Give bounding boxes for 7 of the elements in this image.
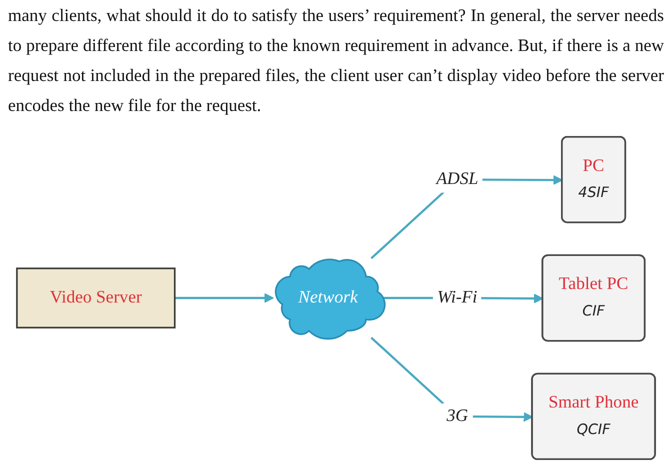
edge-label: 3G <box>446 406 468 426</box>
body-text: many clients, what should it do to satisfy the users’ requirement? In general, the server needs to prepare different file according to the known requirement in advance. But, if there is a new request not included in the prepared files, the client user can’t display video before the server encodes the new file for the request. <box>8 4 664 117</box>
edge-label: Wi-Fi <box>437 288 478 307</box>
node-box <box>16 268 176 328</box>
arrow <box>174 293 274 303</box>
edge-label: ADSL <box>436 170 478 188</box>
network-diagram: ADSL Wi-Fi 3G Video Server Network PC 4SIF Tablet PC CIF Smart Phone QCIF <box>0 128 672 468</box>
